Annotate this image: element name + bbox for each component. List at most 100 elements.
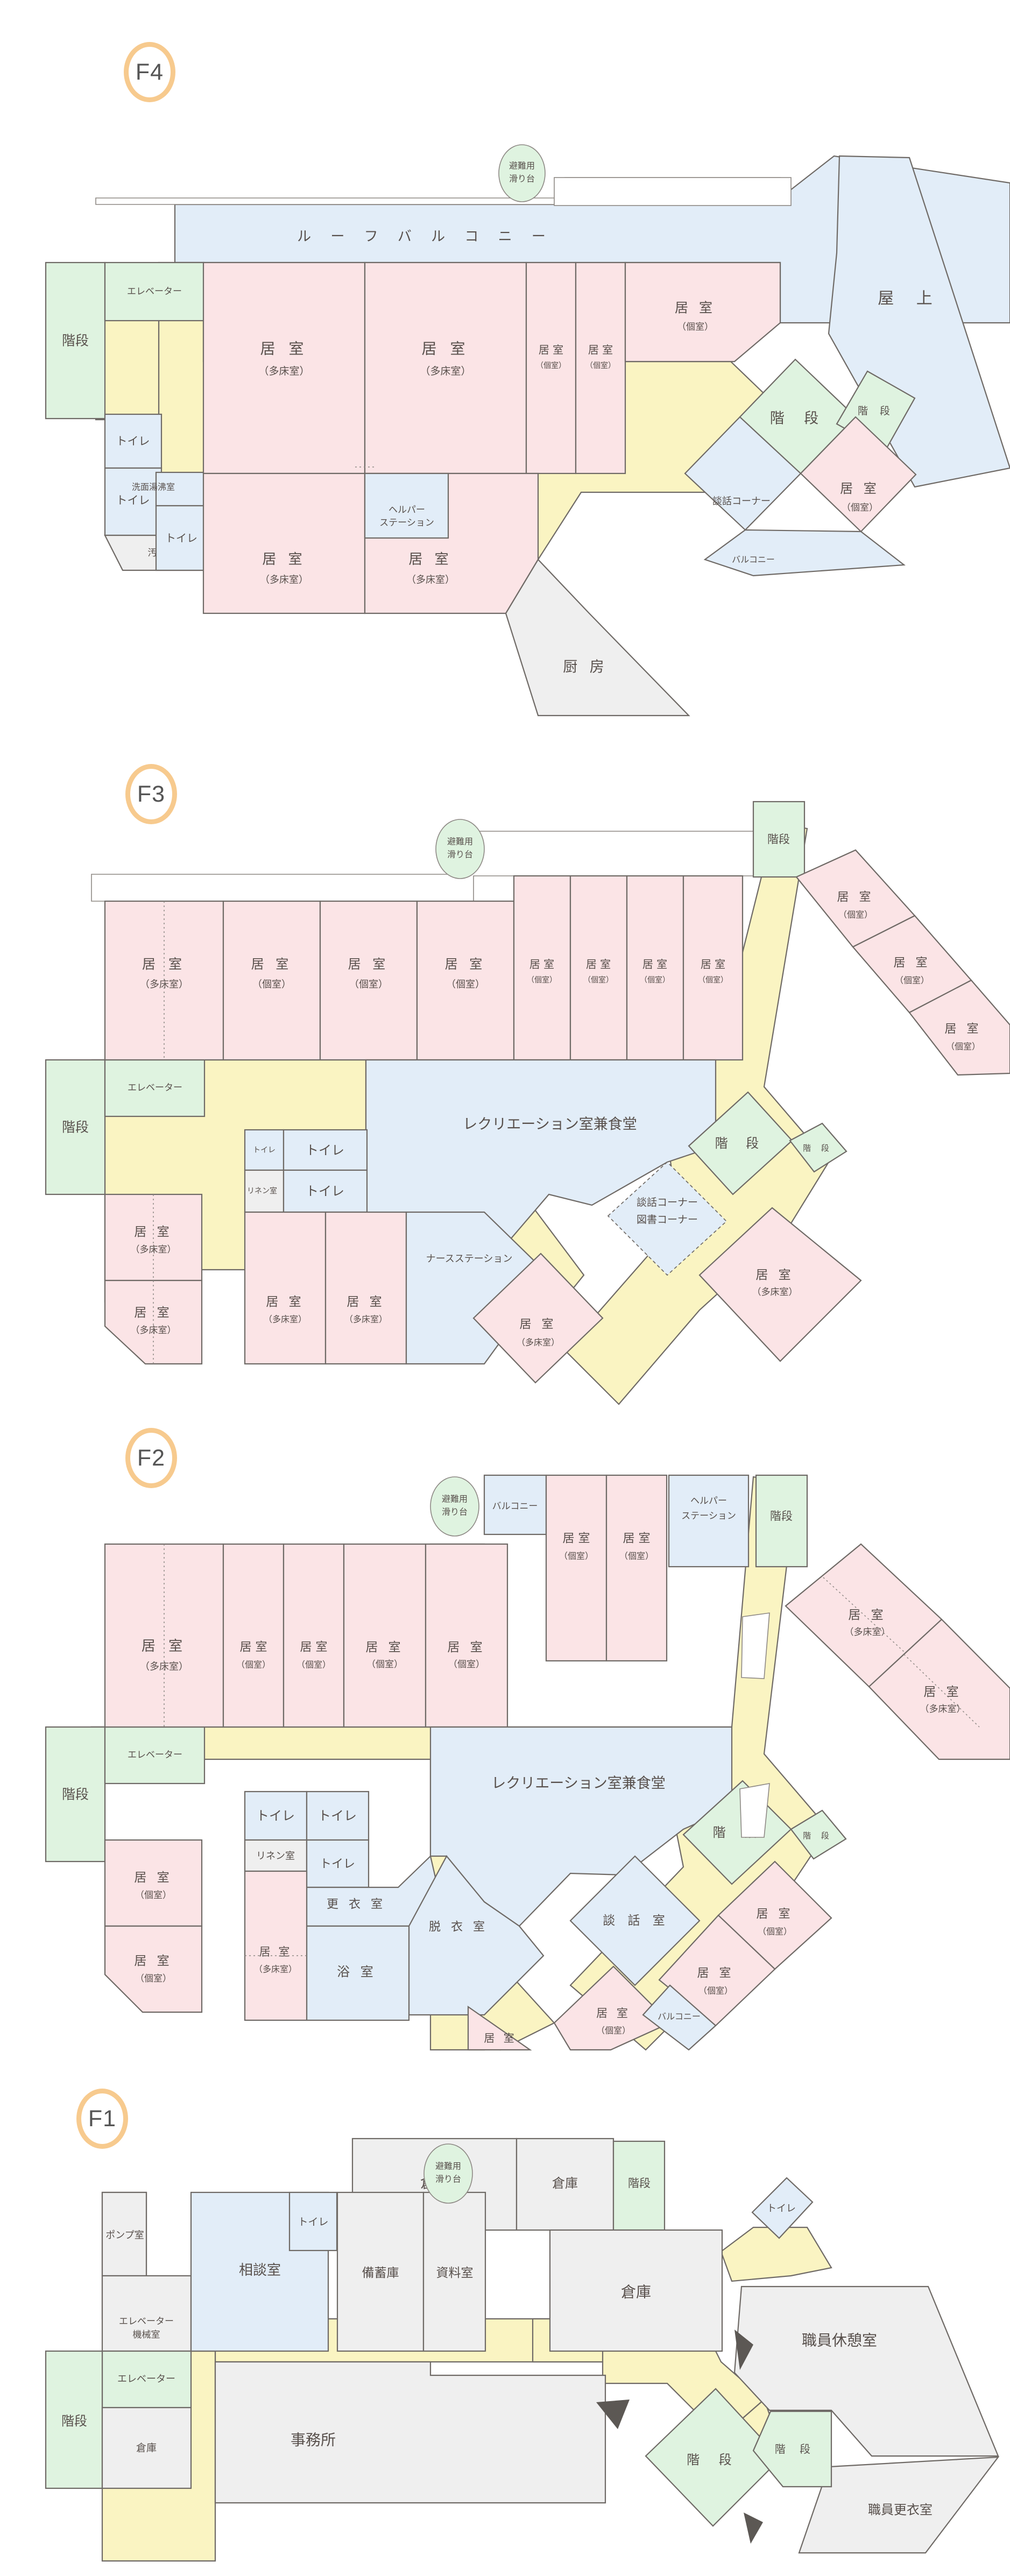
room-multi-3[interactable] bbox=[202, 472, 366, 614]
room-f2-toilet-2[interactable] bbox=[306, 1791, 370, 1841]
room-stairs-left-f2[interactable] bbox=[45, 1726, 106, 1863]
room-f3-toilet-1[interactable] bbox=[282, 1129, 368, 1171]
room-f3-multi-4[interactable] bbox=[244, 1211, 327, 1365]
label-f1-staff-changing: 職員更衣室 bbox=[868, 2502, 933, 2517]
room-f2-priv-8[interactable] bbox=[104, 1925, 203, 2013]
room-f2-undressing[interactable] bbox=[408, 1855, 545, 2016]
label-f3-multi-3-sub: （多床室） bbox=[131, 1325, 176, 1336]
room-f2-balcony-top[interactable] bbox=[483, 1474, 547, 1535]
room-f3-toilet-small[interactable] bbox=[244, 1129, 285, 1171]
room-stairs-left-f3[interactable] bbox=[45, 1059, 106, 1195]
label-f1-stairs-mid: 階 段 bbox=[687, 2452, 739, 2467]
room-multi-2[interactable] bbox=[364, 261, 527, 475]
label-balcony: バルコニー bbox=[732, 555, 775, 565]
room-elevator[interactable] bbox=[104, 261, 206, 322]
label-f3-toilet-2: トイレ bbox=[306, 1184, 344, 1199]
floor-badge-f3[interactable]: F3 bbox=[125, 764, 177, 824]
room-f1-staff-lounge[interactable] bbox=[733, 2285, 999, 2457]
room-stairs-left[interactable] bbox=[45, 261, 106, 420]
room-stairs-small-f2[interactable] bbox=[790, 1809, 847, 1860]
room-stairs-top-right-f3[interactable] bbox=[752, 801, 806, 878]
room-f3-multi-3[interactable] bbox=[104, 1279, 203, 1365]
floor-badge-f2[interactable]: F2 bbox=[125, 1428, 177, 1488]
label-f2-priv-5: 居 室 bbox=[563, 1532, 590, 1546]
label-f3-diag-priv-2-sub: （個室） bbox=[895, 975, 929, 986]
shelter-slide-icon[interactable] bbox=[498, 144, 546, 202]
room-f2-toilet-1[interactable] bbox=[244, 1791, 308, 1841]
room-f3-priv-7[interactable] bbox=[682, 875, 744, 1061]
room-f2-diag-priv-4[interactable] bbox=[467, 2005, 532, 2051]
room-f3-priv-2[interactable] bbox=[319, 900, 418, 1061]
room-kitchen[interactable] bbox=[505, 558, 690, 717]
room-f1-toilet-center[interactable] bbox=[288, 2191, 338, 2252]
label-f2-balcony-top: バルコニー bbox=[492, 1501, 538, 1512]
room-private-4[interactable] bbox=[800, 416, 917, 533]
label-f2-toilet-2: トイレ bbox=[318, 1808, 357, 1823]
label-f2-diag-priv-3: 居 室 bbox=[596, 2007, 631, 2020]
label-shelter-slide-f3-1: 避難用 bbox=[447, 837, 473, 847]
label-helper-station-1: ヘルパー bbox=[389, 505, 425, 515]
shelter-slide-icon-f1[interactable] bbox=[423, 2143, 473, 2204]
room-toilet-2[interactable] bbox=[104, 467, 163, 536]
label-f3-multi-2: 居 室 bbox=[134, 1225, 172, 1239]
label-f1-warehouse-left: 倉庫 bbox=[136, 2442, 157, 2454]
shelter-slide-icon-f3[interactable] bbox=[435, 819, 485, 879]
room-f3-diag-multi-2[interactable] bbox=[698, 1207, 862, 1362]
room-stairs-top-right-f2[interactable] bbox=[755, 1474, 808, 1568]
room-f2-helper-station[interactable] bbox=[668, 1474, 750, 1568]
room-elevator-f3[interactable] bbox=[104, 1059, 206, 1117]
room-f2-bath[interactable] bbox=[306, 1925, 410, 2021]
label-f3-diag-priv-3-sub: （個室） bbox=[946, 1042, 980, 1052]
label-f3-priv-5-sub: （個室） bbox=[583, 975, 613, 985]
room-f1-warehouse-left[interactable] bbox=[101, 2407, 192, 2489]
room-f2-multi-3[interactable] bbox=[244, 1870, 308, 2021]
room-f3-toilet-2[interactable] bbox=[282, 1169, 368, 1213]
room-f1-warehouse-top-2[interactable] bbox=[515, 2138, 615, 2231]
room-f2-diag-priv-3[interactable] bbox=[553, 1965, 671, 2051]
room-f3-diag-priv-3[interactable] bbox=[908, 979, 1010, 1076]
room-helper-station[interactable] bbox=[364, 472, 449, 539]
shelter-slide-icon-f2[interactable] bbox=[430, 1476, 479, 1537]
room-f1-stairs-right-lower[interactable] bbox=[752, 2410, 832, 2488]
room-private-1[interactable] bbox=[525, 261, 577, 475]
room-f2-priv-2[interactable] bbox=[282, 1543, 345, 1728]
label-stairs-left-f2: 階段 bbox=[62, 1787, 89, 1802]
room-f1-elevator[interactable] bbox=[101, 2350, 192, 2409]
room-f1-toilet-right[interactable] bbox=[751, 2177, 814, 2239]
room-f3-diag-multi-1[interactable] bbox=[472, 1252, 604, 1384]
room-f3-priv-6[interactable] bbox=[626, 875, 684, 1061]
label-f3-multi-5-sub: （多床室） bbox=[344, 1314, 387, 1325]
room-f2-priv-7[interactable] bbox=[104, 1839, 203, 1927]
room-wash-boiler[interactable] bbox=[155, 471, 208, 507]
label-f2-priv-5-sub: （個室） bbox=[559, 1551, 594, 1561]
room-private-3[interactable] bbox=[624, 261, 781, 363]
room-f2-toilet-3[interactable] bbox=[306, 1839, 370, 1888]
room-multi-1[interactable] bbox=[202, 261, 366, 475]
room-f3-priv-5[interactable] bbox=[569, 875, 628, 1061]
room-f2-linen[interactable] bbox=[244, 1839, 308, 1872]
room-balcony[interactable] bbox=[703, 529, 906, 577]
label-f2-bath: 浴 室 bbox=[337, 1964, 377, 1979]
room-f1-staff-changing[interactable] bbox=[798, 2456, 1000, 2554]
room-f1-office[interactable] bbox=[214, 2361, 606, 2504]
label-shelter-slide-f1-1: 避難用 bbox=[435, 2161, 461, 2171]
room-f2-talk-room[interactable] bbox=[569, 1855, 701, 1986]
room-f3-multi-5[interactable] bbox=[324, 1211, 407, 1365]
room-f2-priv-6[interactable] bbox=[605, 1474, 668, 1662]
room-f1-stairs-left[interactable] bbox=[45, 2350, 103, 2489]
room-private-2[interactable] bbox=[575, 261, 626, 475]
floor-badge-f1[interactable]: F1 bbox=[76, 2089, 128, 2149]
room-f1-stockpile[interactable] bbox=[336, 2191, 425, 2352]
label-f3-priv-2: 居 室 bbox=[348, 957, 390, 972]
room-f3-priv-4[interactable] bbox=[513, 875, 571, 1061]
room-f2-priv-1[interactable] bbox=[222, 1543, 285, 1728]
room-f2-priv-5[interactable] bbox=[545, 1474, 608, 1662]
floor-badge-f4[interactable]: F4 bbox=[124, 42, 175, 102]
room-stairs-small-f3[interactable] bbox=[789, 1122, 847, 1173]
room-f2-balcony-lower[interactable] bbox=[642, 1984, 717, 2051]
room-f1-archive[interactable] bbox=[422, 2191, 486, 2352]
room-f1-warehouse-main[interactable] bbox=[549, 2229, 723, 2352]
room-f2-priv-4[interactable] bbox=[425, 1543, 508, 1728]
room-f2-priv-3[interactable] bbox=[343, 1543, 427, 1728]
room-f1-pump[interactable] bbox=[101, 2191, 147, 2277]
